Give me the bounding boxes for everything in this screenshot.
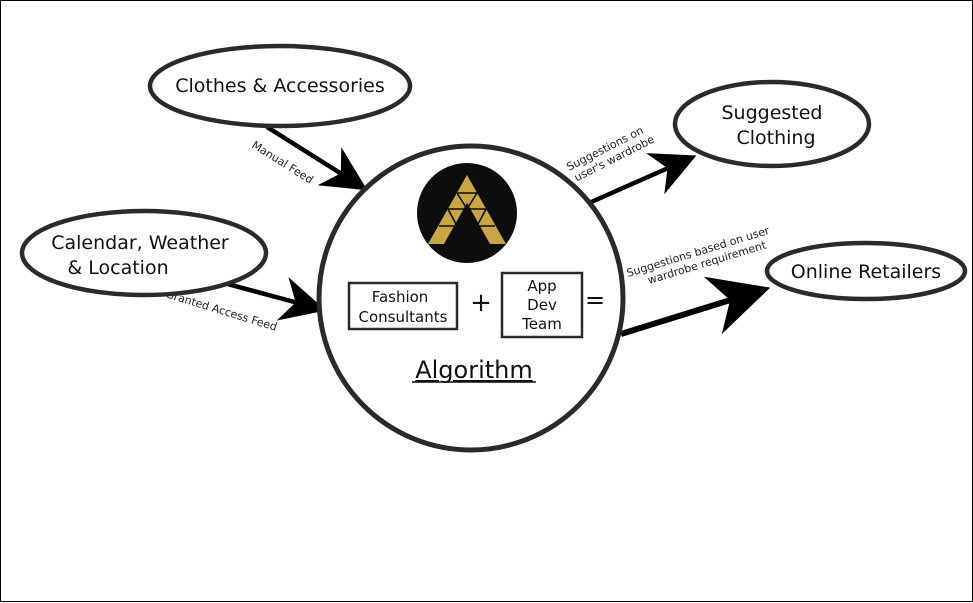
algorithm-title: Algorithm xyxy=(415,356,533,384)
node-online-retailers: Online Retailers xyxy=(764,240,968,302)
app-dev-team-line1: App xyxy=(527,277,556,295)
equals-sign: = xyxy=(585,286,605,314)
triangle-a-logo-icon xyxy=(417,163,517,263)
edge-suggest-requirement xyxy=(620,276,771,337)
edge-label-suggest-requirement: Suggestions based on user wardrobe requi… xyxy=(625,224,771,287)
edge-label-suggest-wardrobe: Suggestions on user's wardrobe xyxy=(564,124,656,185)
edge-label-manual-feed: Manual Feed xyxy=(249,139,315,187)
node-clothes-label: Clothes & Accessories xyxy=(175,75,385,97)
edge-manual-feed xyxy=(265,125,368,191)
app-dev-team-box: App Dev Team xyxy=(500,271,584,339)
node-calendar-line2: & Location xyxy=(67,257,168,279)
node-suggested-line1: Suggested xyxy=(721,102,822,124)
node-calendar-line1: Calendar, Weather xyxy=(51,232,229,254)
fashion-consultants-line2: Consultants xyxy=(359,308,448,326)
node-clothes-accessories: Clothes & Accessories xyxy=(147,43,413,129)
fashion-consultants-line1: Fashion xyxy=(372,288,429,306)
app-dev-team-line2: Dev xyxy=(527,296,557,314)
node-calendar-weather-location: Calendar, Weather & Location xyxy=(19,208,269,298)
fashion-consultants-box: Fashion Consultants xyxy=(347,281,459,331)
node-retailers-label: Online Retailers xyxy=(791,261,941,283)
app-dev-team-line3: Team xyxy=(521,315,562,333)
node-suggested-clothing: Suggested Clothing xyxy=(672,79,872,169)
node-suggested-line2: Clothing xyxy=(736,127,815,149)
plus-sign: + xyxy=(470,288,492,318)
node-algorithm: Fashion Consultants + App Dev Team = Alg… xyxy=(316,143,626,453)
edge-suggest-wardrobe xyxy=(588,153,697,206)
